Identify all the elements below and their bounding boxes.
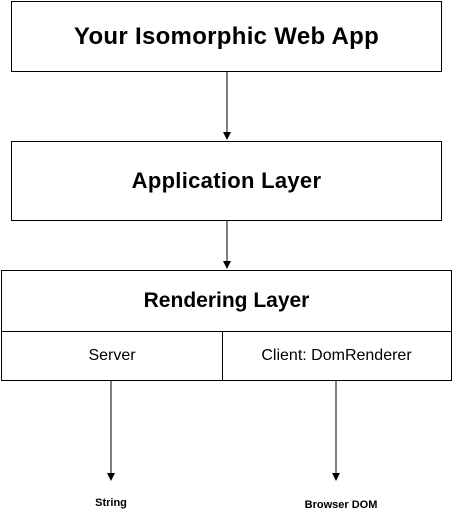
string-output-label: String xyxy=(95,497,127,509)
rendering-layer-box: Rendering Layer Server Client: DomRender… xyxy=(1,270,452,381)
app-box: Your Isomorphic Web App xyxy=(11,1,442,72)
browser-dom-output-label: Browser DOM xyxy=(304,499,378,511)
app-title: Your Isomorphic Web App xyxy=(73,22,380,50)
server-cell: Server xyxy=(2,331,223,380)
client-cell: Client: DomRenderer xyxy=(222,331,451,380)
rendering-layer-title: Rendering Layer xyxy=(2,271,451,332)
application-layer-title: Application Layer xyxy=(131,168,322,193)
application-layer-box: Application Layer xyxy=(11,141,442,221)
server-label: Server xyxy=(88,346,136,364)
client-label: Client: DomRenderer xyxy=(261,346,412,364)
